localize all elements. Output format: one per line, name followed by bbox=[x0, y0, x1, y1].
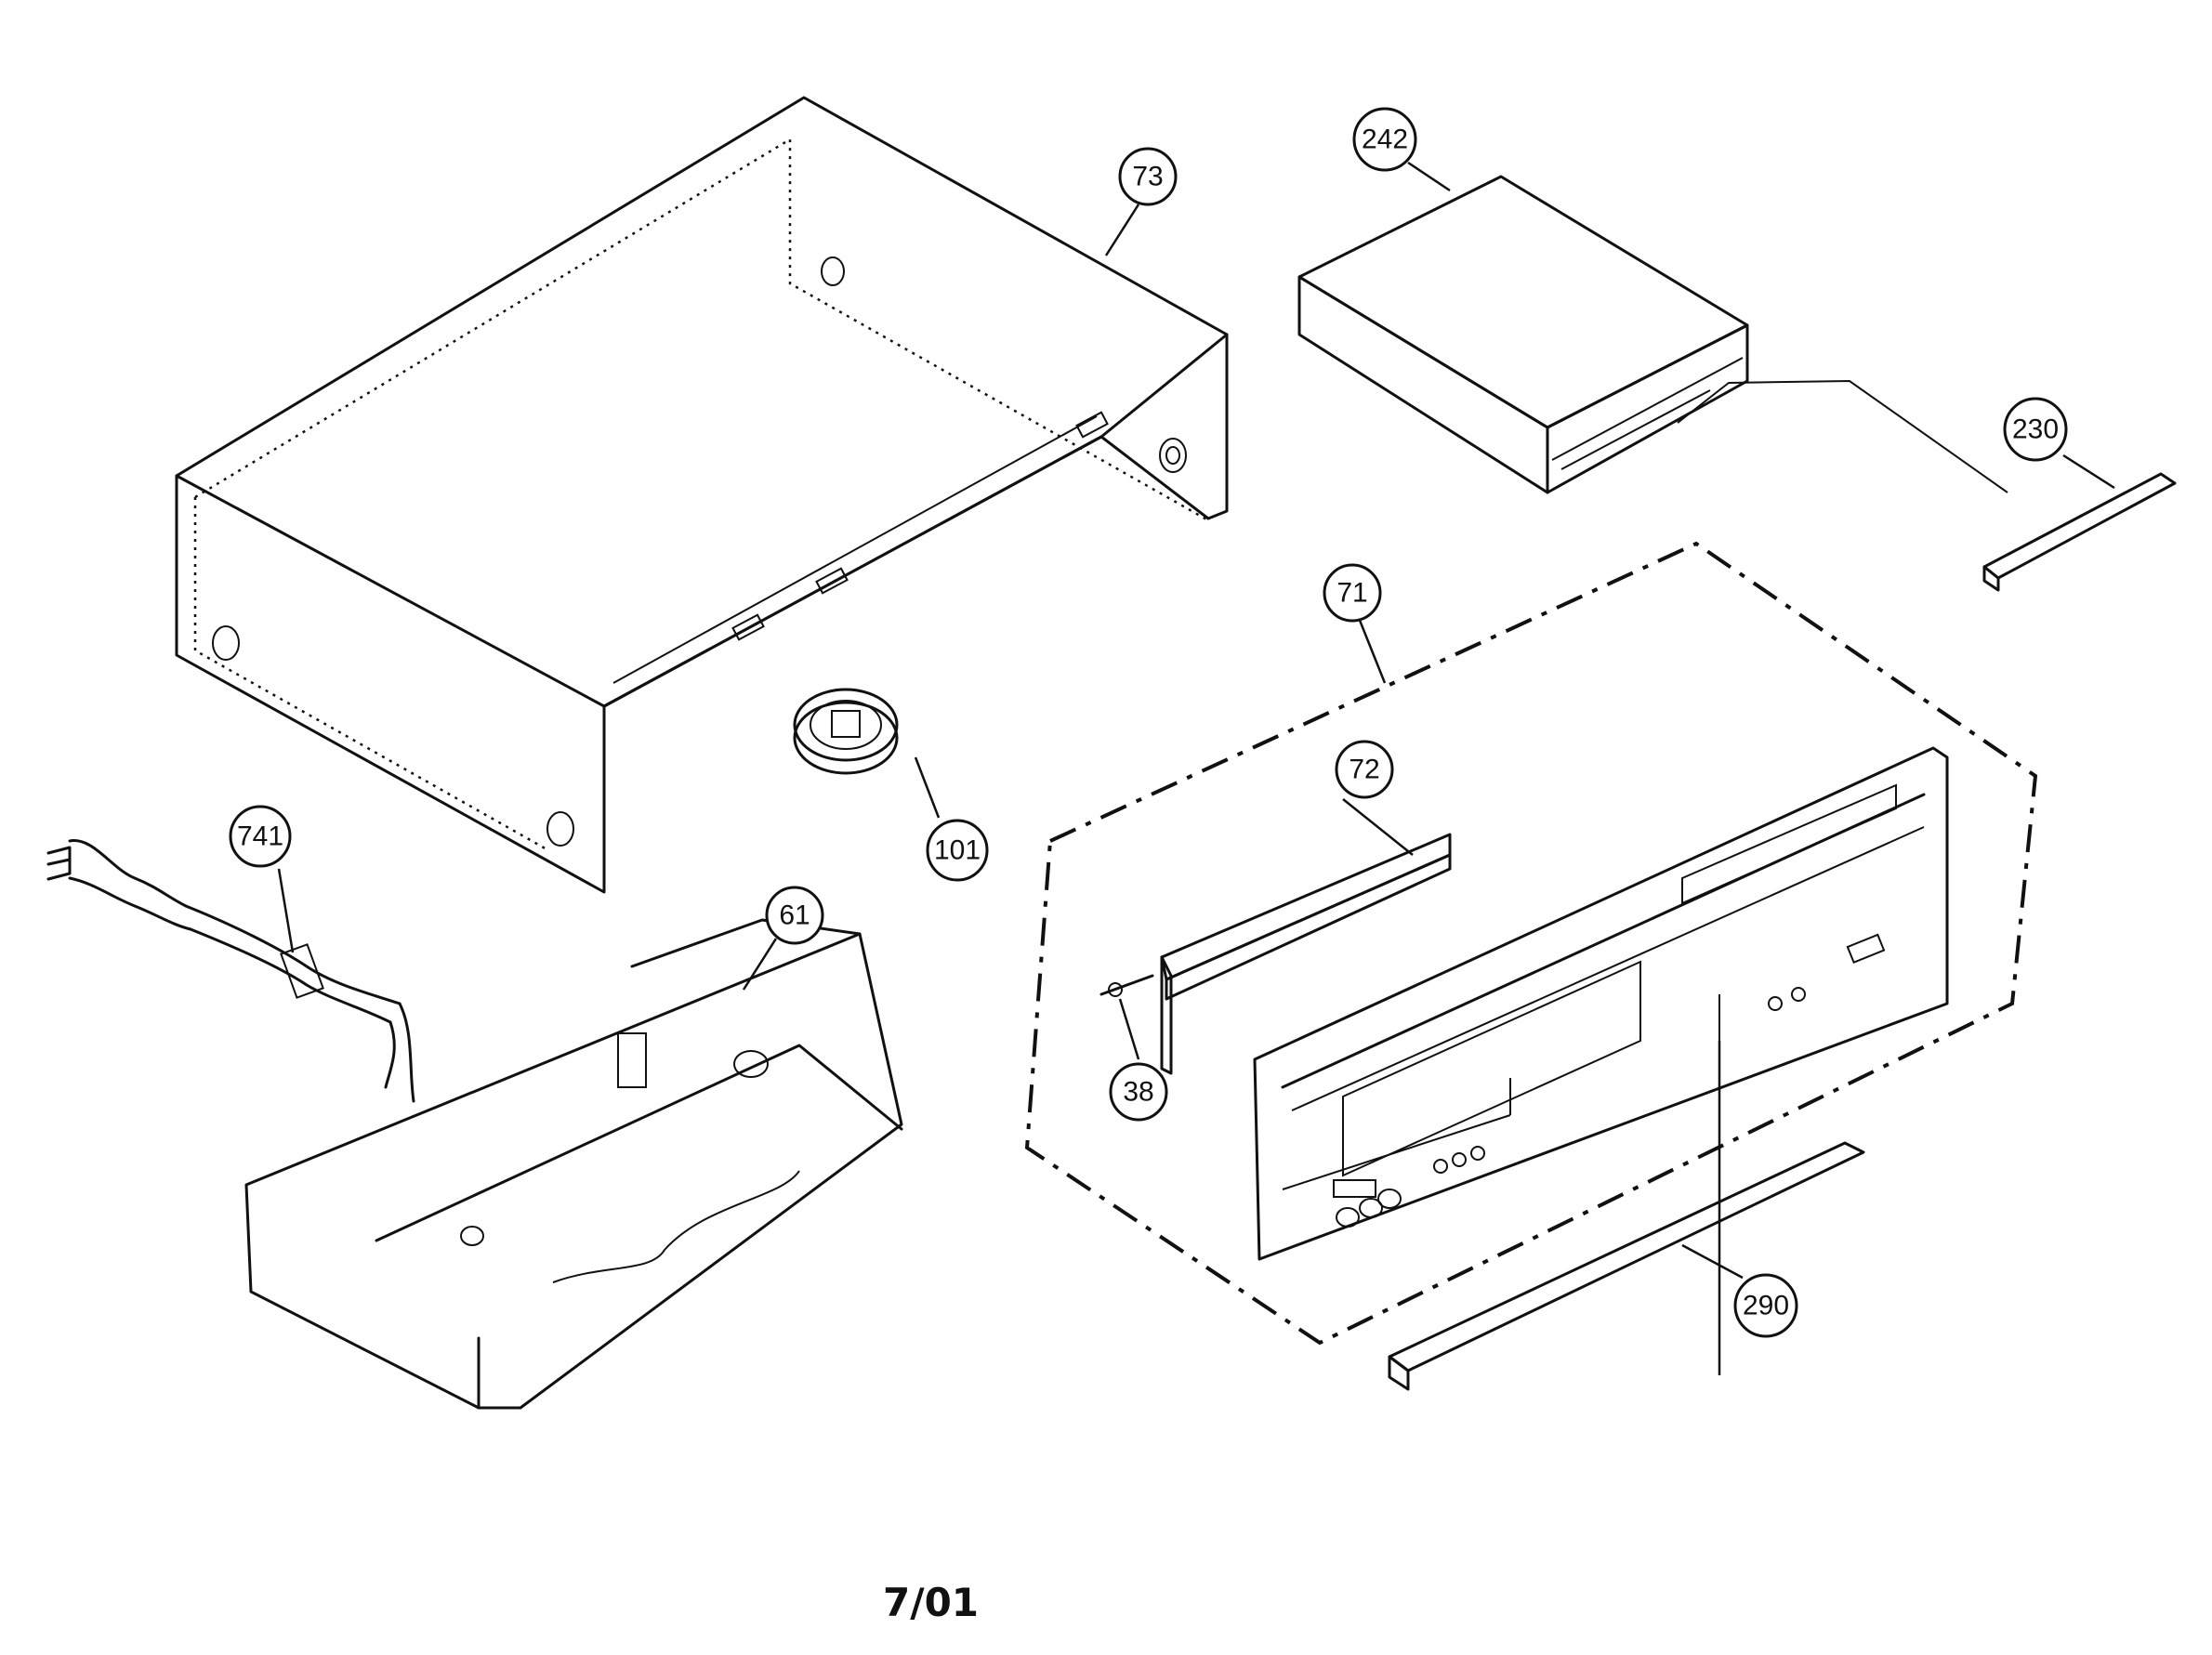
date-code-footer: 7/01 bbox=[883, 1580, 980, 1625]
chassis-part bbox=[244, 918, 903, 1410]
power-cord-part bbox=[46, 839, 415, 1103]
svg-text:72: 72 bbox=[1349, 755, 1379, 785]
callout-71: 71 bbox=[1323, 563, 1382, 623]
callout-290: 290 bbox=[1733, 1273, 1798, 1338]
svg-text:61: 61 bbox=[779, 900, 810, 931]
callout-73: 73 bbox=[1118, 147, 1178, 206]
svg-text:230: 230 bbox=[2012, 414, 2059, 445]
callout-38: 38 bbox=[1109, 1062, 1168, 1122]
leader-lines bbox=[277, 161, 2115, 1375]
top-cover-part bbox=[175, 96, 1229, 894]
door-part bbox=[1160, 833, 1452, 1075]
callout-741: 741 bbox=[229, 805, 292, 868]
screw-part bbox=[1099, 974, 1154, 997]
svg-text:101: 101 bbox=[934, 835, 981, 866]
callout-242: 242 bbox=[1352, 107, 1417, 172]
svg-text:38: 38 bbox=[1123, 1077, 1153, 1108]
callout-101: 101 bbox=[926, 819, 989, 882]
svg-text:73: 73 bbox=[1132, 162, 1163, 192]
drawer-trim-part bbox=[1982, 472, 2177, 592]
callout-72: 72 bbox=[1335, 740, 1394, 799]
svg-text:71: 71 bbox=[1336, 578, 1367, 609]
front-panel-assembly-outline bbox=[1024, 541, 2038, 1346]
svg-text:290: 290 bbox=[1743, 1291, 1789, 1321]
trim-strip-part bbox=[1388, 1141, 1865, 1391]
callout-230: 230 bbox=[2003, 397, 2068, 462]
svg-text:242: 242 bbox=[1362, 125, 1408, 155]
disc-clamp-part bbox=[793, 688, 899, 775]
callout-61: 61 bbox=[765, 886, 824, 945]
disc-drive-part bbox=[1297, 175, 2008, 494]
front-panel-part bbox=[1253, 746, 1949, 1261]
svg-text:741: 741 bbox=[237, 821, 283, 852]
